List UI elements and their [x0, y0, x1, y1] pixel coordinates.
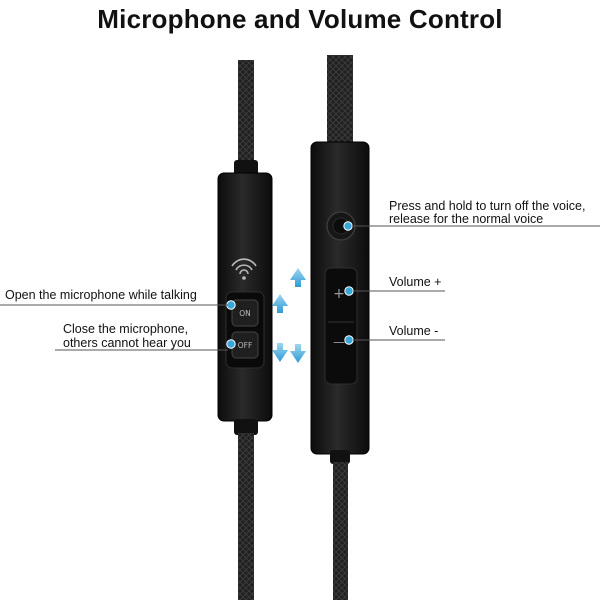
right-cable-bottom: [333, 462, 348, 600]
call-button-marker: [343, 221, 353, 231]
mic-on-marker: [226, 300, 236, 310]
left-cable-collar-top: [234, 160, 258, 176]
volume-down-callout: Volume -: [389, 324, 439, 338]
press-hold-callout-line2: release for the normal voice: [389, 212, 544, 226]
right-cable-collar: [330, 450, 350, 464]
close-mic-callout-line1: Close the microphone,: [63, 322, 189, 336]
mic-off-text: OFF: [238, 341, 253, 350]
arrow-down-icon: [272, 343, 306, 363]
wireless-mic-icon: [231, 258, 257, 280]
volume-minus-sign: —: [333, 335, 345, 349]
mic-off-marker: [226, 339, 236, 349]
page-title: Microphone and Volume Control: [97, 4, 503, 34]
volume-rocker: [324, 267, 358, 385]
right-cable-top-b: [340, 55, 353, 145]
left-remote: ON OFF: [0, 60, 273, 600]
open-mic-callout: Open the microphone while talking: [5, 288, 197, 302]
mic-on-text: ON: [239, 309, 251, 318]
volume-plus-sign: +: [333, 286, 345, 302]
arrow-up-icon: [272, 268, 306, 313]
volume-down-marker: [344, 335, 354, 345]
close-mic-callout-line2: others cannot hear you: [63, 336, 191, 350]
left-cable-top: [238, 60, 254, 170]
volume-up-callout: Volume +: [389, 275, 442, 289]
left-cable-bottom: [238, 433, 254, 600]
volume-up-marker: [344, 286, 354, 296]
left-cable-collar-bottom: [234, 419, 258, 435]
right-cable-top-a: [327, 55, 340, 145]
press-hold-callout-line1: Press and hold to turn off the voice,: [389, 199, 586, 213]
mic-on-key: [231, 299, 259, 327]
right-remote: + —: [310, 55, 600, 600]
